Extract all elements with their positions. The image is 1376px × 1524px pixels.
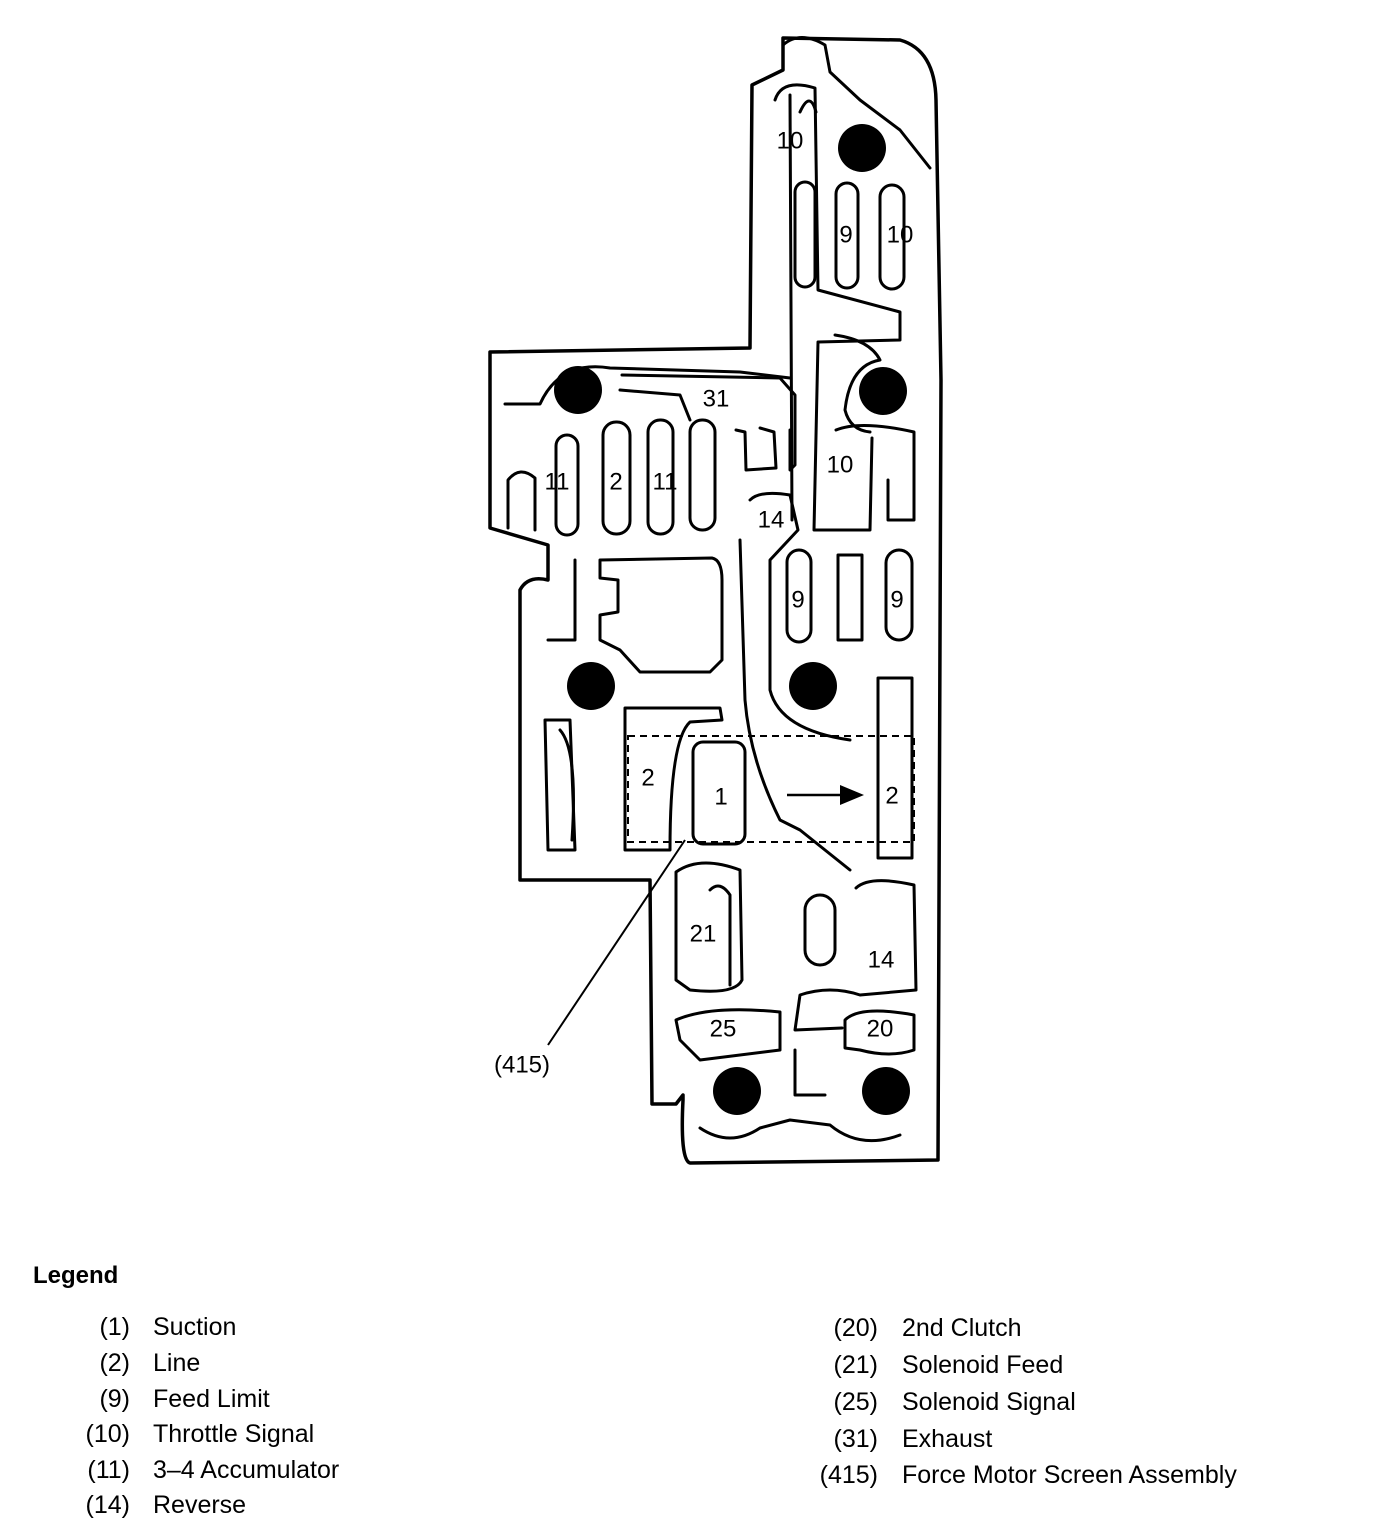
legend-item-number: (415): [819, 1461, 878, 1489]
bolt-hole: [862, 1067, 910, 1115]
legend-item-text: Line: [153, 1349, 201, 1377]
channel-label: 2: [609, 469, 622, 496]
channel-label: 9: [791, 587, 804, 614]
channel-label: 10: [887, 222, 914, 249]
legend-item-text: 3–4 Accumulator: [153, 1456, 340, 1484]
valve-body-channel-diagram: 10 9 10 31 11 2 11 10 14 9 9 2 1 2 21 14…: [488, 36, 943, 1165]
legend-item-text: Suction: [153, 1313, 237, 1341]
legend-item-number: (11): [87, 1456, 130, 1484]
channel-label: 11: [545, 469, 570, 496]
flow-arrow-head: [840, 785, 864, 805]
legend-item-text: Solenoid Feed: [902, 1351, 1064, 1379]
channel-label: 14: [758, 507, 785, 534]
channel-outlines: [503, 36, 932, 1143]
legend-item-text: 2nd Clutch: [902, 1314, 1022, 1342]
legend-item-number: (9): [99, 1385, 130, 1413]
legend-item-number: (25): [833, 1388, 878, 1416]
legend-item-number: (10): [85, 1420, 130, 1448]
legend-item-number: (14): [85, 1491, 130, 1519]
bolt-hole: [859, 367, 907, 415]
channel-label: 20: [867, 1016, 894, 1043]
legend-title: Legend: [33, 1262, 119, 1289]
callout-leader: [547, 839, 686, 1046]
legend-item-number: (20): [833, 1314, 878, 1342]
channel-label: 25: [710, 1016, 737, 1043]
legend-item-number: (1): [99, 1313, 130, 1341]
channel-label: 10: [777, 128, 804, 155]
bolt-hole: [838, 124, 886, 172]
bolt-hole: [567, 662, 615, 710]
force-motor-screen-outline: [627, 735, 915, 843]
legend-item-text: Throttle Signal: [153, 1420, 315, 1448]
legend-item-number: (31): [833, 1425, 878, 1453]
channel-label: 9: [839, 222, 852, 249]
channel-label: 21: [690, 921, 717, 948]
legend-item-text: Feed Limit: [153, 1385, 270, 1413]
legend-item-number: (2): [99, 1349, 130, 1377]
channel-label: 1: [714, 784, 727, 811]
plate-outline: [488, 36, 943, 1165]
bolt-hole: [713, 1067, 761, 1115]
legend-item-text: Force Motor Screen Assembly: [902, 1461, 1237, 1489]
bolt-hole: [789, 662, 837, 710]
channel-label: 11: [653, 469, 678, 496]
channel-label: 31: [703, 386, 730, 413]
callout-label: (415): [494, 1052, 550, 1079]
channel-label: 9: [890, 587, 903, 614]
bolt-hole: [554, 366, 602, 414]
legend-item-text: Reverse: [153, 1491, 247, 1519]
channel-label: 14: [868, 947, 895, 974]
legend-item-text: Exhaust: [902, 1425, 993, 1453]
legend-item-text: Solenoid Signal: [902, 1388, 1076, 1416]
channel-label: 10: [827, 452, 854, 479]
channel-label: 2: [885, 783, 898, 810]
channel-label: 2: [641, 765, 654, 792]
legend-item-number: (21): [833, 1351, 878, 1379]
